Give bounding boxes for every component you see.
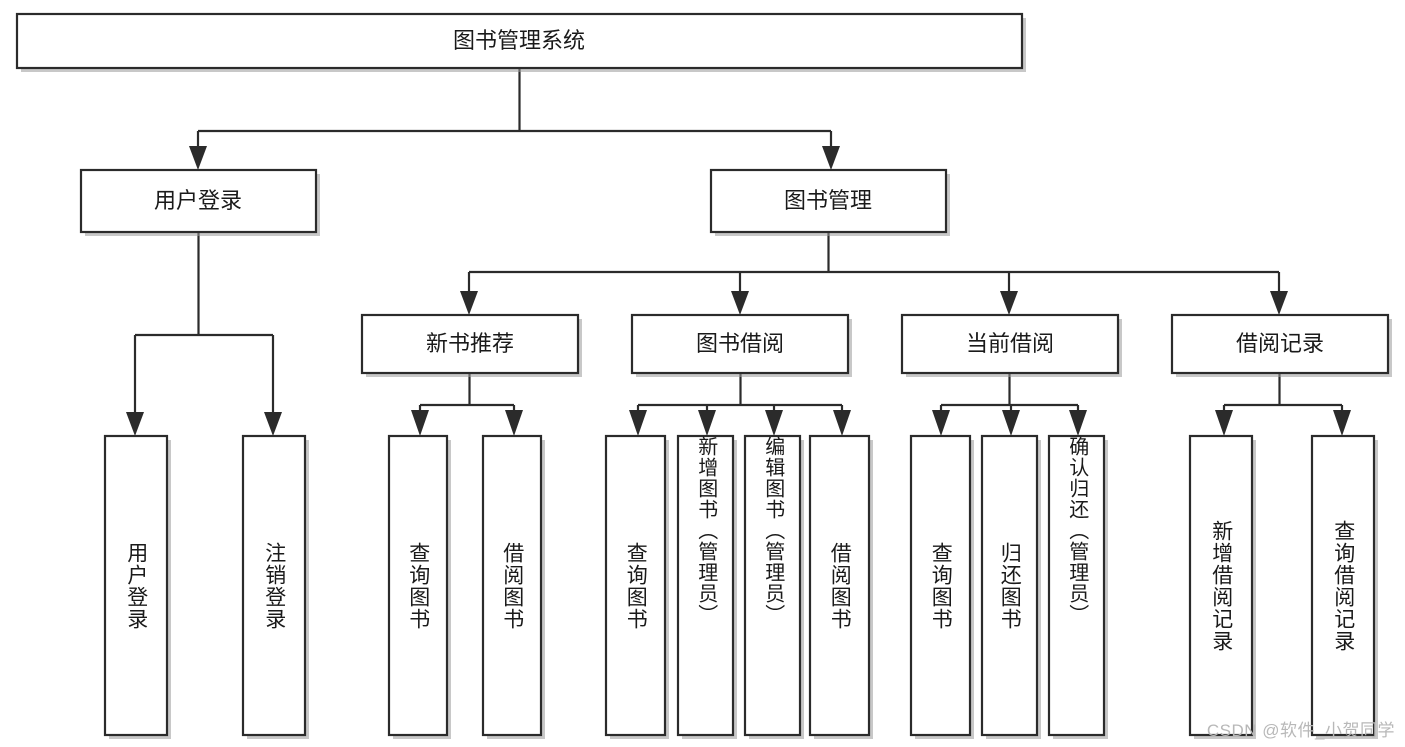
leaf-rect-currentborrow-1 — [980, 434, 1039, 737]
node-borrow-records-label: 借阅记录 — [1236, 331, 1324, 356]
leaf-label-borrowrecord-0: 新增借阅记录 — [1209, 519, 1233, 652]
arrow-head-book-borrow — [731, 291, 749, 315]
node-root[interactable]: 图书管理系统 — [15, 12, 1026, 72]
arrow-head-borrow-record — [1270, 291, 1288, 315]
leaf-current-borrow-2[interactable]: 确认归还（管理员） — [1049, 436, 1104, 735]
arrow-head-bookborrow-leaf-2 — [765, 410, 783, 436]
arrow-head-currentborrow-leaf-0 — [932, 410, 950, 436]
leaf-rect-user-login-0 — [103, 434, 169, 737]
arrow-head-newbook-leaf-0 — [411, 410, 429, 436]
node-book-borrow[interactable]: 图书借阅 — [630, 313, 852, 377]
node-new-book-recommend-rect — [360, 313, 580, 375]
leaf-rect-borrowrecord-0 — [1188, 434, 1254, 737]
node-user-login[interactable]: 用户登录 — [79, 168, 320, 236]
leaf-label-borrowrecord-1: 查询借阅记录 — [1331, 519, 1355, 652]
leaf-label-bookborrow-0: 查询图书 — [624, 541, 648, 630]
connector-layer — [126, 68, 1351, 436]
leaf-label-bookborrow-1: 新增图书（管理员） — [694, 436, 717, 625]
leaf-label-currentborrow-0: 查询图书 — [929, 541, 953, 630]
leaf-current-borrow-1[interactable]: 归还图书 — [982, 436, 1037, 735]
leaf-user-login-0[interactable]: 用户登录 — [105, 436, 167, 735]
node-new-book-recommend[interactable]: 新书推荐 — [360, 313, 582, 377]
leaf-rect-bookborrow-0 — [604, 434, 667, 737]
node-current-borrow-rect — [900, 313, 1120, 375]
node-root-rect — [15, 12, 1024, 70]
leaf-rect-currentborrow-2 — [1047, 434, 1106, 737]
node-book-management[interactable]: 图书管理 — [709, 168, 950, 236]
leaf-rect-layer — [103, 434, 1378, 739]
arrow-head-bookborrow-leaf-1 — [698, 410, 716, 436]
leaf-label-currentborrow-1: 归还图书 — [998, 541, 1022, 630]
leaf-rect-user-login-1 — [241, 434, 307, 737]
leaf-borrow-records-1[interactable]: 查询借阅记录 — [1312, 436, 1374, 735]
leaf-label-user-login-0: 用户登录 — [124, 541, 148, 630]
node-current-borrow[interactable]: 当前借阅 — [900, 313, 1122, 377]
leaf-label-currentborrow-2: 确认归还（管理员） — [1065, 436, 1088, 625]
arrow-head-bookborrow-leaf-0 — [629, 410, 647, 436]
leaf-current-borrow-0[interactable]: 查询图书 — [911, 436, 970, 735]
leaf-new-book-recommend-1[interactable]: 借阅图书 — [483, 436, 541, 735]
leaf-rect-newbook-0 — [387, 434, 449, 737]
node-book-borrow-rect — [630, 313, 850, 375]
arrow-head-borrowrecord-leaf-0 — [1215, 410, 1233, 436]
leaf-rect-bookborrow-1 — [676, 434, 735, 737]
node-book-management-rect — [709, 168, 948, 234]
leaf-rect-newbook-1 — [481, 434, 543, 737]
leaf-rect-bookborrow-3 — [808, 434, 871, 737]
arrow-head-user-login-leaf-1 — [264, 412, 282, 436]
node-user-login-rect — [79, 168, 318, 234]
node-user-login-label: 用户登录 — [154, 188, 242, 213]
node-book-management-label: 图书管理 — [784, 188, 872, 213]
leaf-label-user-login-1: 注销登录 — [262, 541, 286, 630]
leaf-user-login-1[interactable]: 注销登录 — [243, 436, 305, 735]
node-book-borrow-label: 图书借阅 — [696, 331, 784, 356]
arrow-head-newbook-leaf-1 — [505, 410, 523, 436]
leaf-rect-borrowrecord-1 — [1310, 434, 1376, 737]
leaf-borrow-records-0[interactable]: 新增借阅记录 — [1190, 436, 1252, 735]
node-root-label: 图书管理系统 — [453, 28, 585, 53]
watermark-text: CSDN @软件_小贺同学 — [1206, 721, 1395, 740]
leaf-rect-currentborrow-0 — [909, 434, 972, 737]
leaf-book-borrow-0[interactable]: 查询图书 — [606, 436, 665, 735]
arrow-head-currentborrow-leaf-2 — [1069, 410, 1087, 436]
leaf-label-newbook-0: 查询图书 — [406, 541, 430, 630]
arrow-head-user-login — [189, 146, 207, 170]
leaf-book-borrow-3[interactable]: 借阅图书 — [810, 436, 869, 735]
leaf-label-bookborrow-3: 借阅图书 — [828, 541, 852, 630]
leaf-book-borrow-2[interactable]: 编辑图书（管理员） — [745, 436, 800, 735]
leaf-book-borrow-1[interactable]: 新增图书（管理员） — [678, 436, 733, 735]
node-borrow-records-rect — [1170, 313, 1390, 375]
arrow-head-bookborrow-leaf-3 — [833, 410, 851, 436]
arrow-head-current-borrow — [1000, 291, 1018, 315]
leaf-rect-bookborrow-2 — [743, 434, 802, 737]
leaf-new-book-recommend-0[interactable]: 查询图书 — [389, 436, 447, 735]
leaf-label-bookborrow-2: 编辑图书（管理员） — [761, 436, 784, 625]
arrow-head-user-login-leaf-0 — [126, 412, 144, 436]
arrow-head-new-book — [460, 291, 478, 315]
arrow-head-book-mgmt — [822, 146, 840, 170]
arrow-head-currentborrow-leaf-1 — [1002, 410, 1020, 436]
node-current-borrow-label: 当前借阅 — [966, 331, 1054, 356]
node-borrow-records[interactable]: 借阅记录 — [1170, 313, 1392, 377]
node-new-book-recommend-label: 新书推荐 — [426, 331, 514, 356]
leaf-label-newbook-1: 借阅图书 — [500, 541, 524, 630]
arrow-head-borrowrecord-leaf-1 — [1333, 410, 1351, 436]
